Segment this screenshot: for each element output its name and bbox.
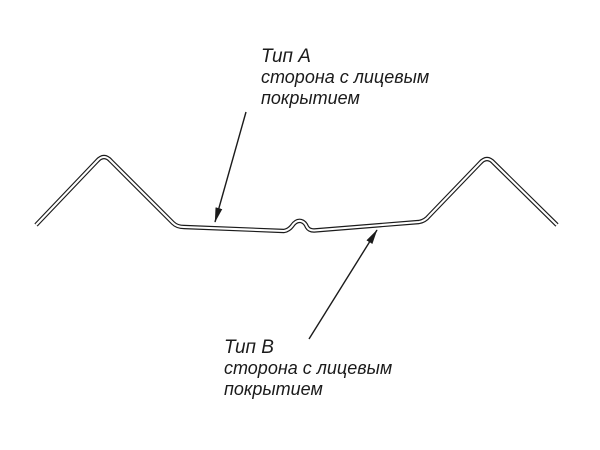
label-type-b-line2: покрытием: [224, 379, 323, 399]
label-type-b-title: Тип В: [224, 337, 274, 358]
label-type-a-title: Тип А: [261, 46, 311, 67]
label-type-a: Тип А сторона с лицевым покрытием: [261, 46, 429, 109]
leader-line-b: [308, 229, 378, 340]
leader-line-a: [214, 111, 247, 223]
label-type-a-line1: сторона с лицевым: [261, 67, 430, 87]
profile-inner-gap: [35, 155, 558, 233]
label-type-b-line1: сторона с лицевым: [224, 358, 393, 378]
label-type-b: Тип В сторона с лицевым покрытием: [224, 337, 392, 400]
sheet-profile: [34, 154, 559, 234]
label-type-a-line2: покрытием: [261, 88, 360, 108]
profile-outer-line: [34, 154, 559, 234]
